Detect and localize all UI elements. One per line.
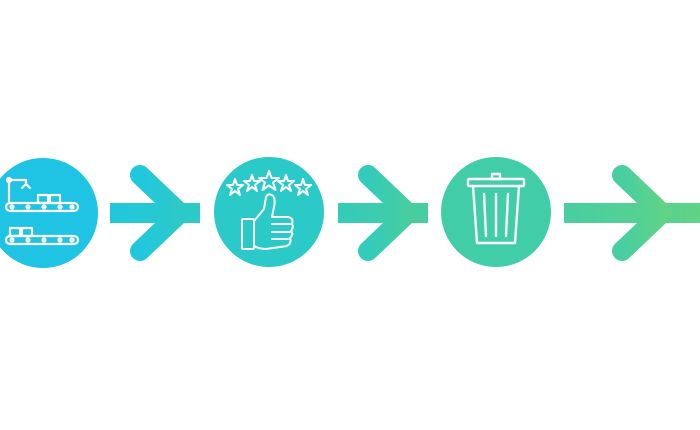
stage-manufacturing: [0, 158, 98, 268]
flow-arrow-1: [110, 163, 202, 263]
stage-customer-rating: [214, 157, 324, 267]
arrow-right-icon: [564, 163, 700, 263]
arrow-right-icon: [338, 163, 430, 263]
arrow-right-icon: [110, 163, 202, 263]
trash-bin-icon: [441, 157, 551, 267]
stage-disposal: [441, 157, 551, 267]
factory-conveyor-robot-arm-icon: [0, 158, 98, 268]
flow-arrow-2: [338, 163, 430, 263]
flow-arrow-3: [564, 163, 700, 263]
thumbs-up-five-star-rating-icon: [214, 157, 324, 267]
